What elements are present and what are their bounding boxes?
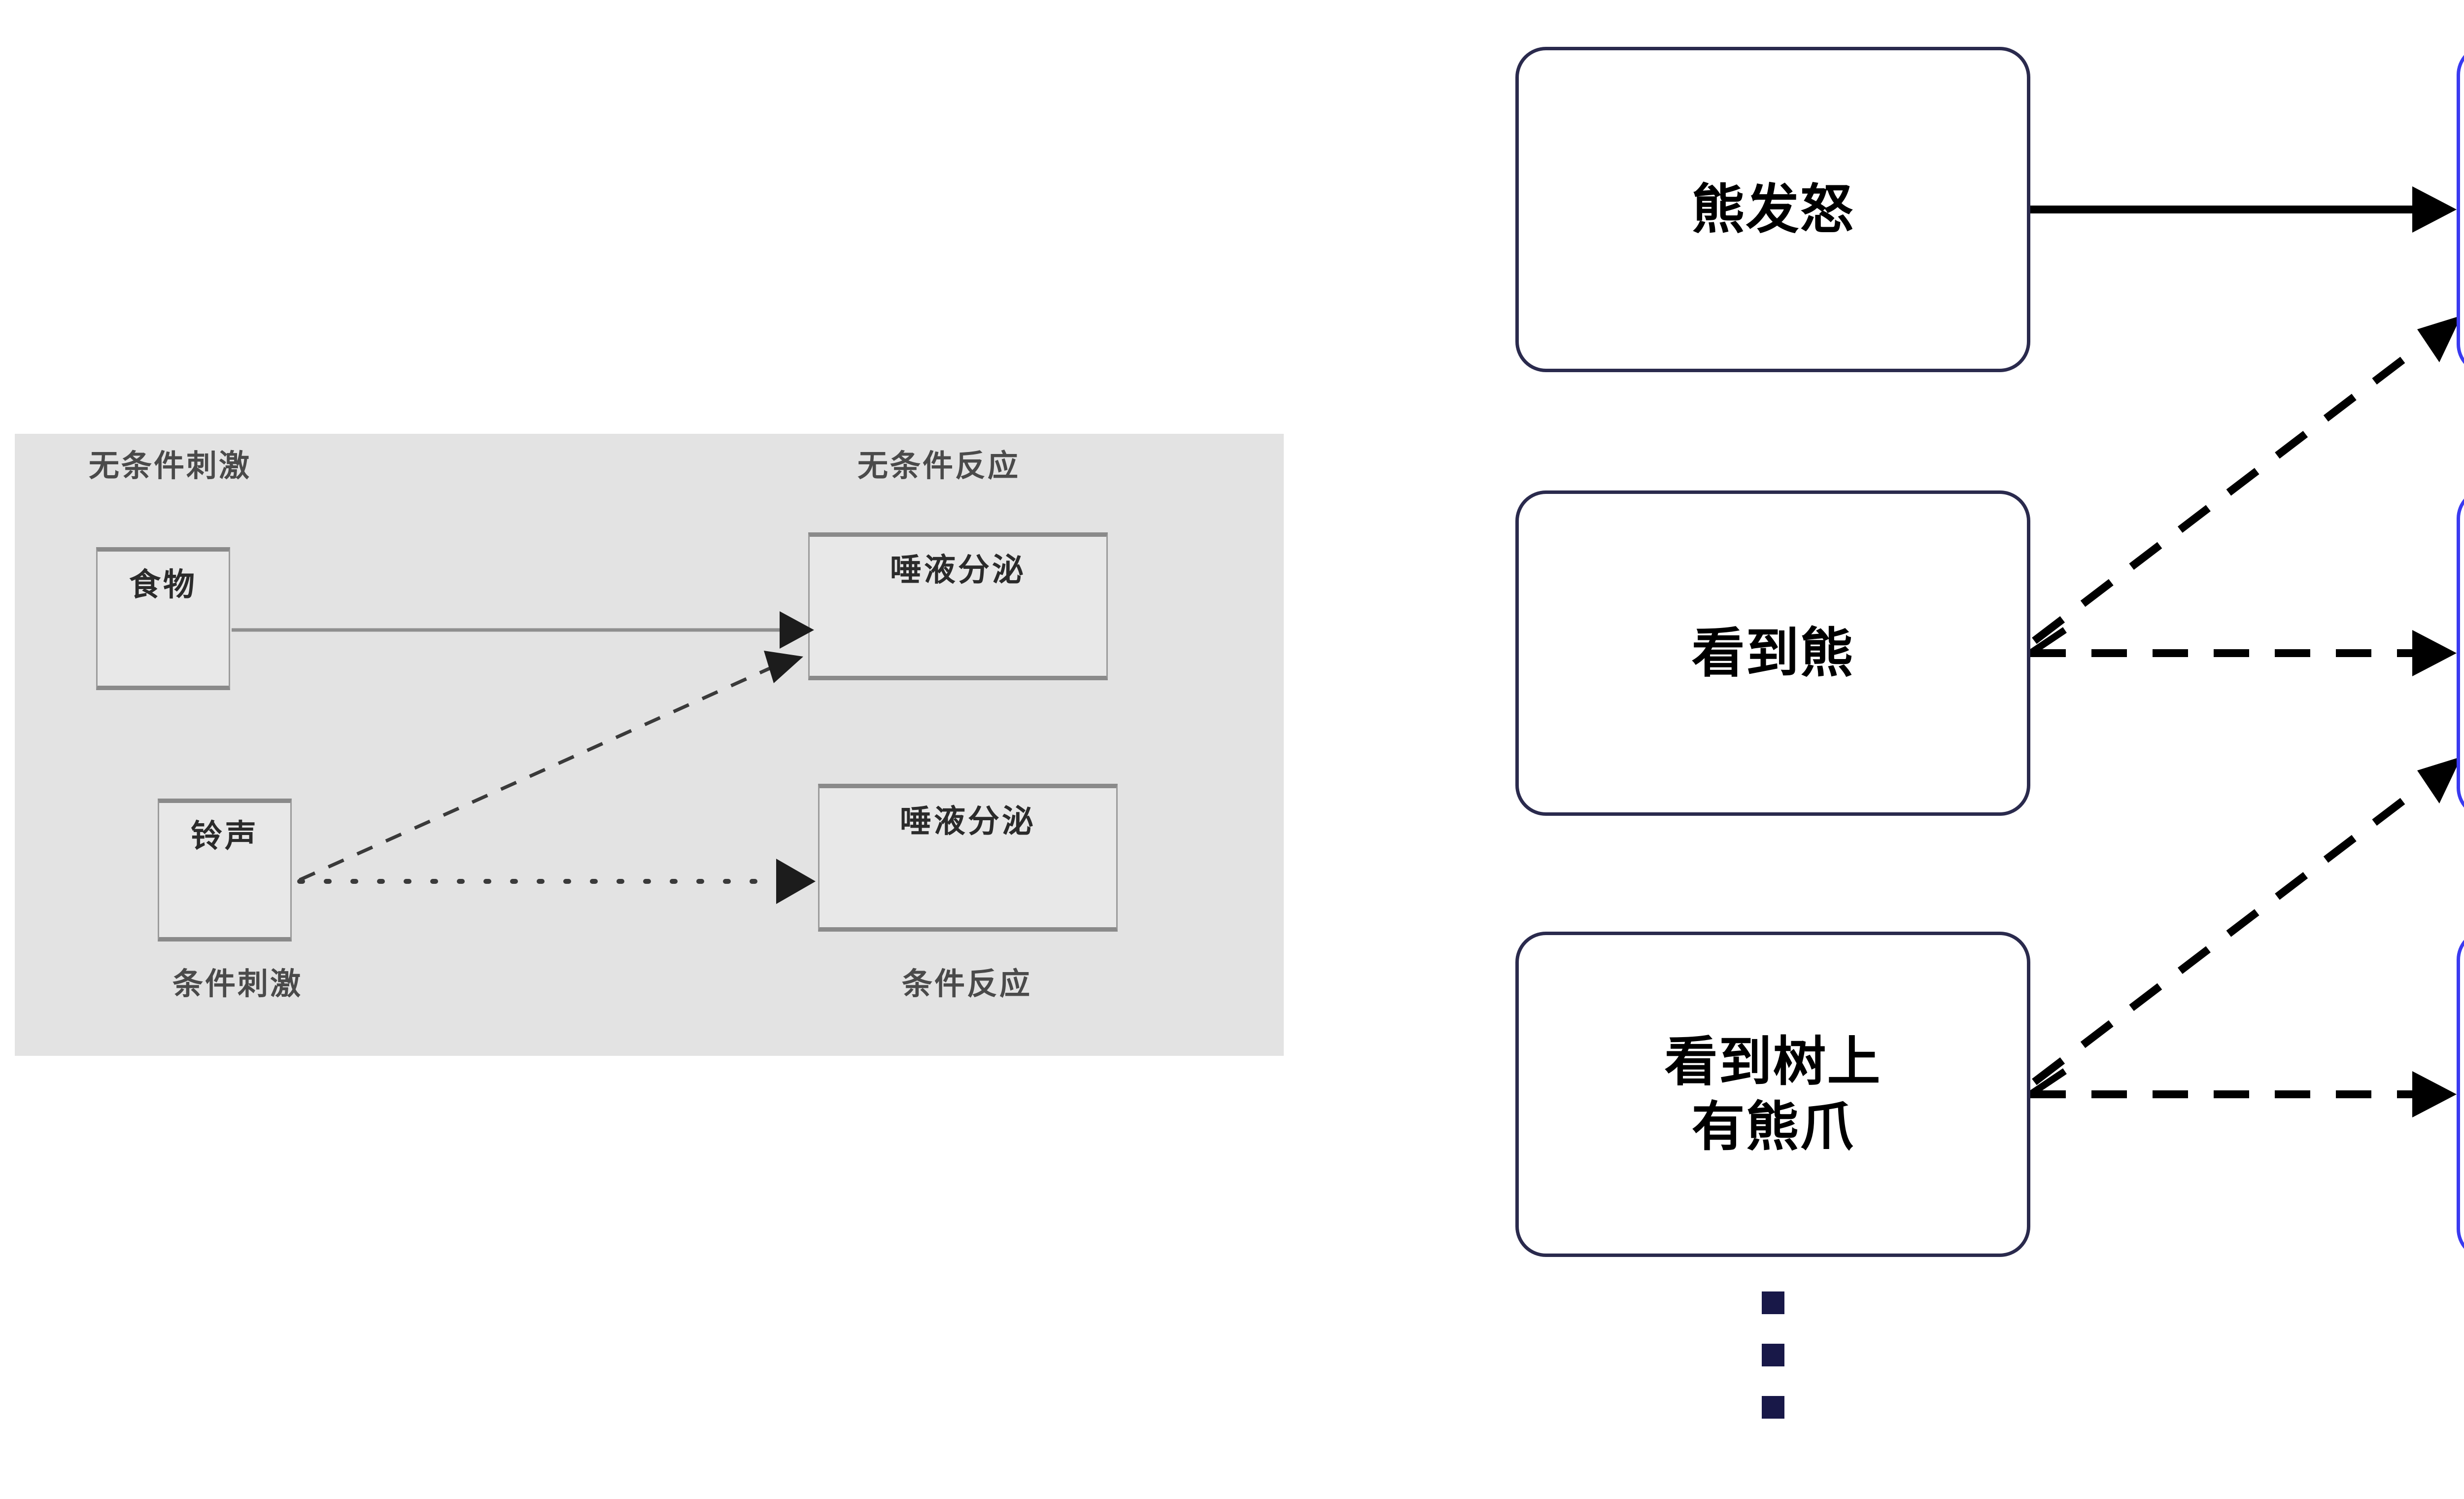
conditioned-stimulus-label: 条件刺激: [172, 967, 303, 1001]
rl-arrow-see-claw-to-vsprime-head: [2417, 757, 2462, 803]
rl-box-value-s[interactable]: V(s): [2457, 929, 2464, 1259]
cc-box-food: 食物: [96, 547, 230, 690]
rl-ellipsis-left-dot: [1762, 1344, 1784, 1366]
classical-conditioning-panel: 无条件刺激 无条件反应 条件刺激 条件反应 食物 铃声 唾液分泌 唾液分泌: [15, 434, 1284, 1056]
rl-arrow-see-bear-to-reward-line: [2032, 342, 2425, 644]
unconditioned-stimulus-label: 无条件刺激: [89, 449, 252, 483]
rl-arrow-see-bear-to-vsprime-head: [2412, 630, 2457, 676]
rl-box-see-claw-on-tree[interactable]: 看到树上 有熊爪: [1515, 932, 2030, 1257]
rl-arrow-see-bear-to-reward-head: [2417, 315, 2462, 362]
rl-ellipsis-left: [1762, 1291, 1784, 1419]
rl-box-see-bear-label: 看到熊: [1691, 623, 1854, 683]
cc-box-bell-label: 铃声: [191, 818, 259, 854]
rl-box-see-claw-on-tree-label: 看到树上 有熊爪: [1664, 1032, 1882, 1156]
cc-box-salivation-bottom: 唾液分泌: [818, 784, 1118, 932]
cc-box-salivation-top-label: 唾液分泌: [890, 552, 1026, 588]
cc-box-food-label: 食物: [129, 567, 197, 602]
rl-box-bear-angry[interactable]: 熊发怒: [1515, 47, 2030, 372]
rl-arrow-see-claw-to-vs-head: [2412, 1071, 2457, 1117]
rl-box-bear-angry-label: 熊发怒: [1691, 179, 1854, 240]
rl-ellipsis-left-dot: [1762, 1396, 1784, 1419]
cc-box-salivation-bottom-label: 唾液分泌: [900, 803, 1036, 839]
conditioned-response-label: 条件反应: [902, 967, 1032, 1001]
cc-box-bell: 铃声: [158, 799, 292, 941]
rl-arrow-see-claw-to-vsprime-line: [2032, 783, 2425, 1085]
rl-box-see-bear[interactable]: 看到熊: [1515, 490, 2030, 816]
cc-arrow-food-head: [780, 611, 814, 649]
rl-box-reward[interactable]: 奖励: [2457, 44, 2464, 375]
cc-box-salivation-top: 唾液分泌: [808, 532, 1108, 680]
rl-arrow-see-bear-to-vsprime-tail-tick: [2028, 627, 2067, 656]
rl-box-value-s-prime[interactable]: V(s′): [2457, 488, 2464, 818]
cc-arrow-bell-horizontal-head: [776, 859, 816, 904]
rl-ellipsis-left-dot: [1762, 1291, 1784, 1314]
cc-arrow-bell-diagonal-line: [299, 663, 777, 882]
rl-arrow-see-claw-to-vs-tail-tick: [2028, 1068, 2067, 1097]
cc-arrows: [232, 611, 816, 904]
unconditioned-response-label: 无条件反应: [857, 449, 1021, 483]
cc-arrow-bell-diagonal-head: [764, 651, 803, 683]
rl-arrow-bear-angry-to-reward-head: [2412, 186, 2457, 233]
